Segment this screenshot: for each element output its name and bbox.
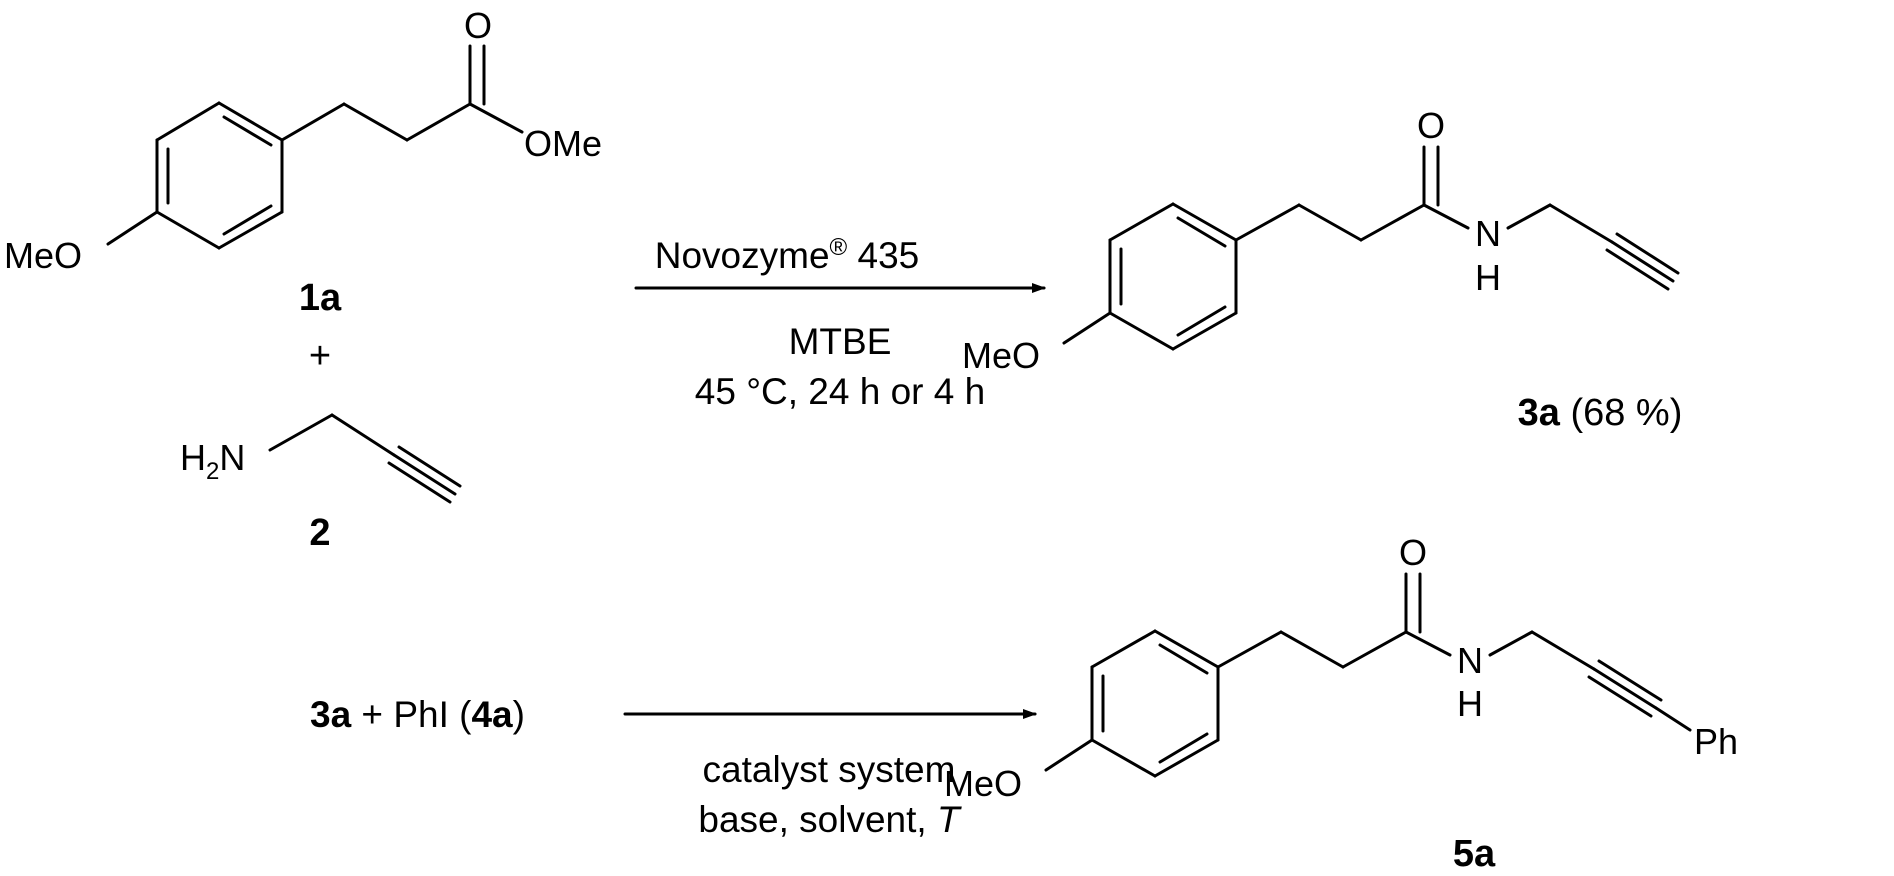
compound-5a-phenyl-group: Ph <box>1694 721 1738 762</box>
compound-2-label: 2 <box>309 512 330 554</box>
reaction1-solvent: MTBE <box>789 321 892 362</box>
compound-2-amine-group: H2N <box>180 437 245 485</box>
compound-3a-caption: 3a (68 %) <box>1518 392 1683 434</box>
reaction2-reactants: 3a + PhI (4a) <box>310 694 525 735</box>
compound-1a-ome-group: OMe <box>524 123 602 164</box>
compound-5a-meo-group: MeO <box>944 763 1022 804</box>
plus-sign: + <box>309 335 331 377</box>
compound-3a-amide-n: N <box>1475 213 1501 254</box>
compound-1a-meo-group: MeO <box>4 235 82 276</box>
compound-3a-amide-h: H <box>1475 257 1501 298</box>
reaction1-reagent: Novozyme® 435 <box>655 234 919 276</box>
reaction2-catalyst: catalyst system <box>703 749 956 790</box>
compound-1a-carbonyl-o: O <box>464 5 492 46</box>
compound-3a-structure <box>1062 145 1680 351</box>
reaction2-conditions: base, solvent, T <box>698 799 962 840</box>
compound-5a-label: 5a <box>1453 833 1496 875</box>
compound-5a-carbonyl-o: O <box>1399 532 1427 573</box>
compound-3a-carbonyl-o: O <box>1417 105 1445 146</box>
compound-3a-meo-group: MeO <box>962 335 1040 376</box>
reaction1-conditions: 45 °C, 24 h or 4 h <box>695 371 985 412</box>
compound-5a-amide-n: N <box>1457 640 1483 681</box>
compound-1a-structure <box>106 44 524 250</box>
compound-5a-amide-h: H <box>1457 683 1483 724</box>
compound-1a-label: 1a <box>299 277 342 319</box>
compound-2-structure <box>268 413 462 504</box>
compound-5a-structure <box>1044 572 1692 778</box>
